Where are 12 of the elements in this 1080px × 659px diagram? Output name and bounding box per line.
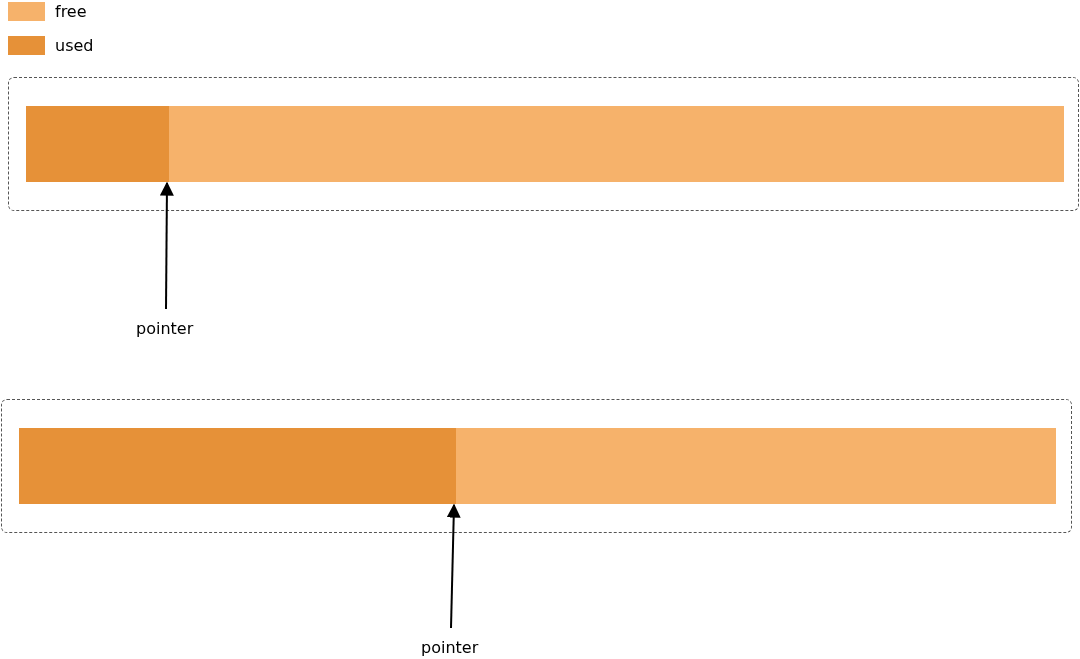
pointer-arrow [159,181,174,310]
free-memory-block [169,106,1064,182]
pointer-arrow [446,503,461,629]
legend-label: used [55,36,94,55]
pointer-label: pointer [136,319,194,338]
free-memory-block [456,428,1056,504]
used-memory-block [19,428,456,504]
legend-label: free [55,2,87,21]
used-memory-block [26,106,169,182]
pointer-label: pointer [421,638,479,657]
memory-span-frame [8,77,1079,211]
memory-span-frame [1,399,1072,533]
